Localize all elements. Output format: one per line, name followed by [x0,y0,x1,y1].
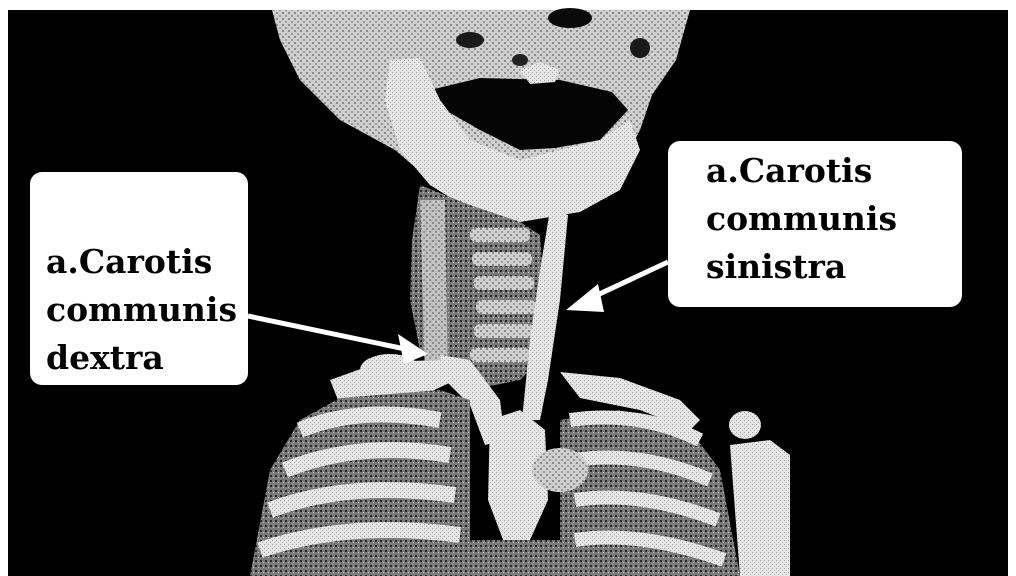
left-pointer-line [248,316,410,350]
right-pointer-head [566,284,604,312]
label-carotis-sinistra: a.Carotis communis sinistra [668,141,962,307]
skull [272,8,690,222]
label-line: communis [46,286,234,334]
label-line: communis [706,195,948,243]
label-carotis-dextra: a.Carotis communis dextra [30,172,248,385]
label-line: dextra [46,334,234,382]
humerus [729,411,790,576]
label-line: a.Carotis [706,147,948,195]
label-line: a.Carotis [46,238,234,286]
label-line: sinistra [706,243,948,291]
